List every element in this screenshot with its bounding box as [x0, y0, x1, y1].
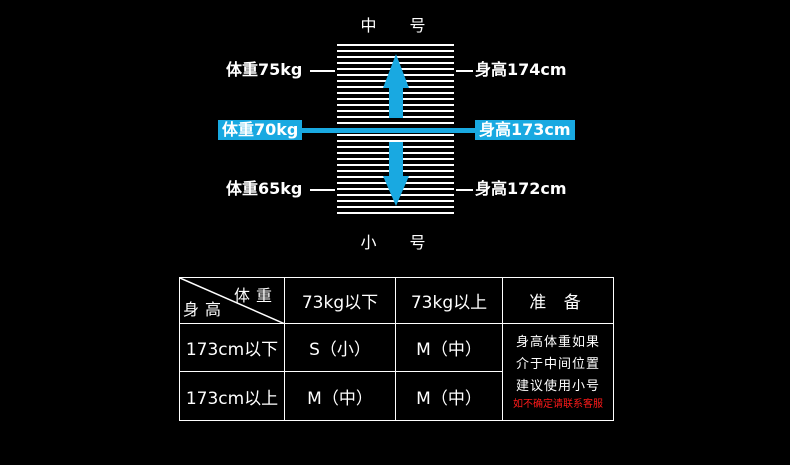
column-header-over-73kg: 73kg以上	[395, 277, 503, 324]
table-cell: M（中）	[395, 371, 503, 421]
up-arrow-icon	[383, 54, 409, 88]
height-label-174: 身高174cm	[475, 60, 567, 79]
column-header-under-73kg: 73kg以下	[284, 277, 396, 324]
column-header-note: 准 备	[502, 277, 614, 324]
row-label: 173cm以上	[179, 371, 285, 421]
table-cell: M（中）	[284, 371, 396, 421]
up-arrow-shaft	[389, 86, 403, 118]
note-line: 身高体重如果	[515, 335, 600, 350]
tick-right-top	[456, 70, 473, 72]
weight-label-70: 体重70kg	[218, 120, 303, 140]
weight-label-65: 体重65kg	[226, 179, 303, 198]
size-label-small: 小 号	[360, 233, 440, 252]
table-header-row: 体重 身高 73kg以下 73kg以上 准 备	[179, 277, 614, 324]
note-warning: 如不确定请联系客服	[513, 399, 603, 410]
table-row: 173cm以下 S（小） M（中） 身高体重如果 介于中间位置 建议使用小号 如…	[179, 323, 614, 421]
tick-left-bottom	[310, 189, 335, 191]
height-label-172: 身高172cm	[475, 179, 567, 198]
height-axis-label: 身高	[183, 300, 228, 319]
size-label-medium: 中 号	[360, 16, 440, 35]
table-cell: M（中）	[395, 323, 503, 372]
height-label-173: 身高173cm	[475, 120, 575, 140]
highlight-line	[218, 128, 572, 133]
tick-right-bottom	[456, 189, 473, 191]
down-arrow-shaft	[389, 142, 403, 178]
down-arrow-icon	[383, 176, 409, 206]
diagonal-divider	[180, 278, 284, 323]
note-line: 建议使用小号	[515, 379, 600, 394]
weight-label-75: 体重75kg	[226, 60, 303, 79]
table-row: 173cm以上 M（中） M（中）	[179, 371, 614, 421]
weight-axis-label: 体重	[233, 286, 278, 305]
size-chart-table: 体重 身高 73kg以下 73kg以上 准 备 173cm以下 S（小） M（中…	[179, 277, 614, 421]
table-cell: S（小）	[284, 323, 396, 372]
tick-left-top	[310, 70, 335, 72]
direction-arrows	[383, 54, 409, 206]
row-label: 173cm以下	[179, 323, 285, 372]
note-line: 介于中间位置	[515, 357, 600, 372]
diagonal-header-cell: 体重 身高	[179, 277, 285, 324]
note-cell: 身高体重如果 介于中间位置 建议使用小号 如不确定请联系客服	[502, 323, 614, 421]
size-diagram: 中 号 体重75kg 身高174cm 体重70kg 身高173cm 体重65kg…	[218, 16, 575, 252]
